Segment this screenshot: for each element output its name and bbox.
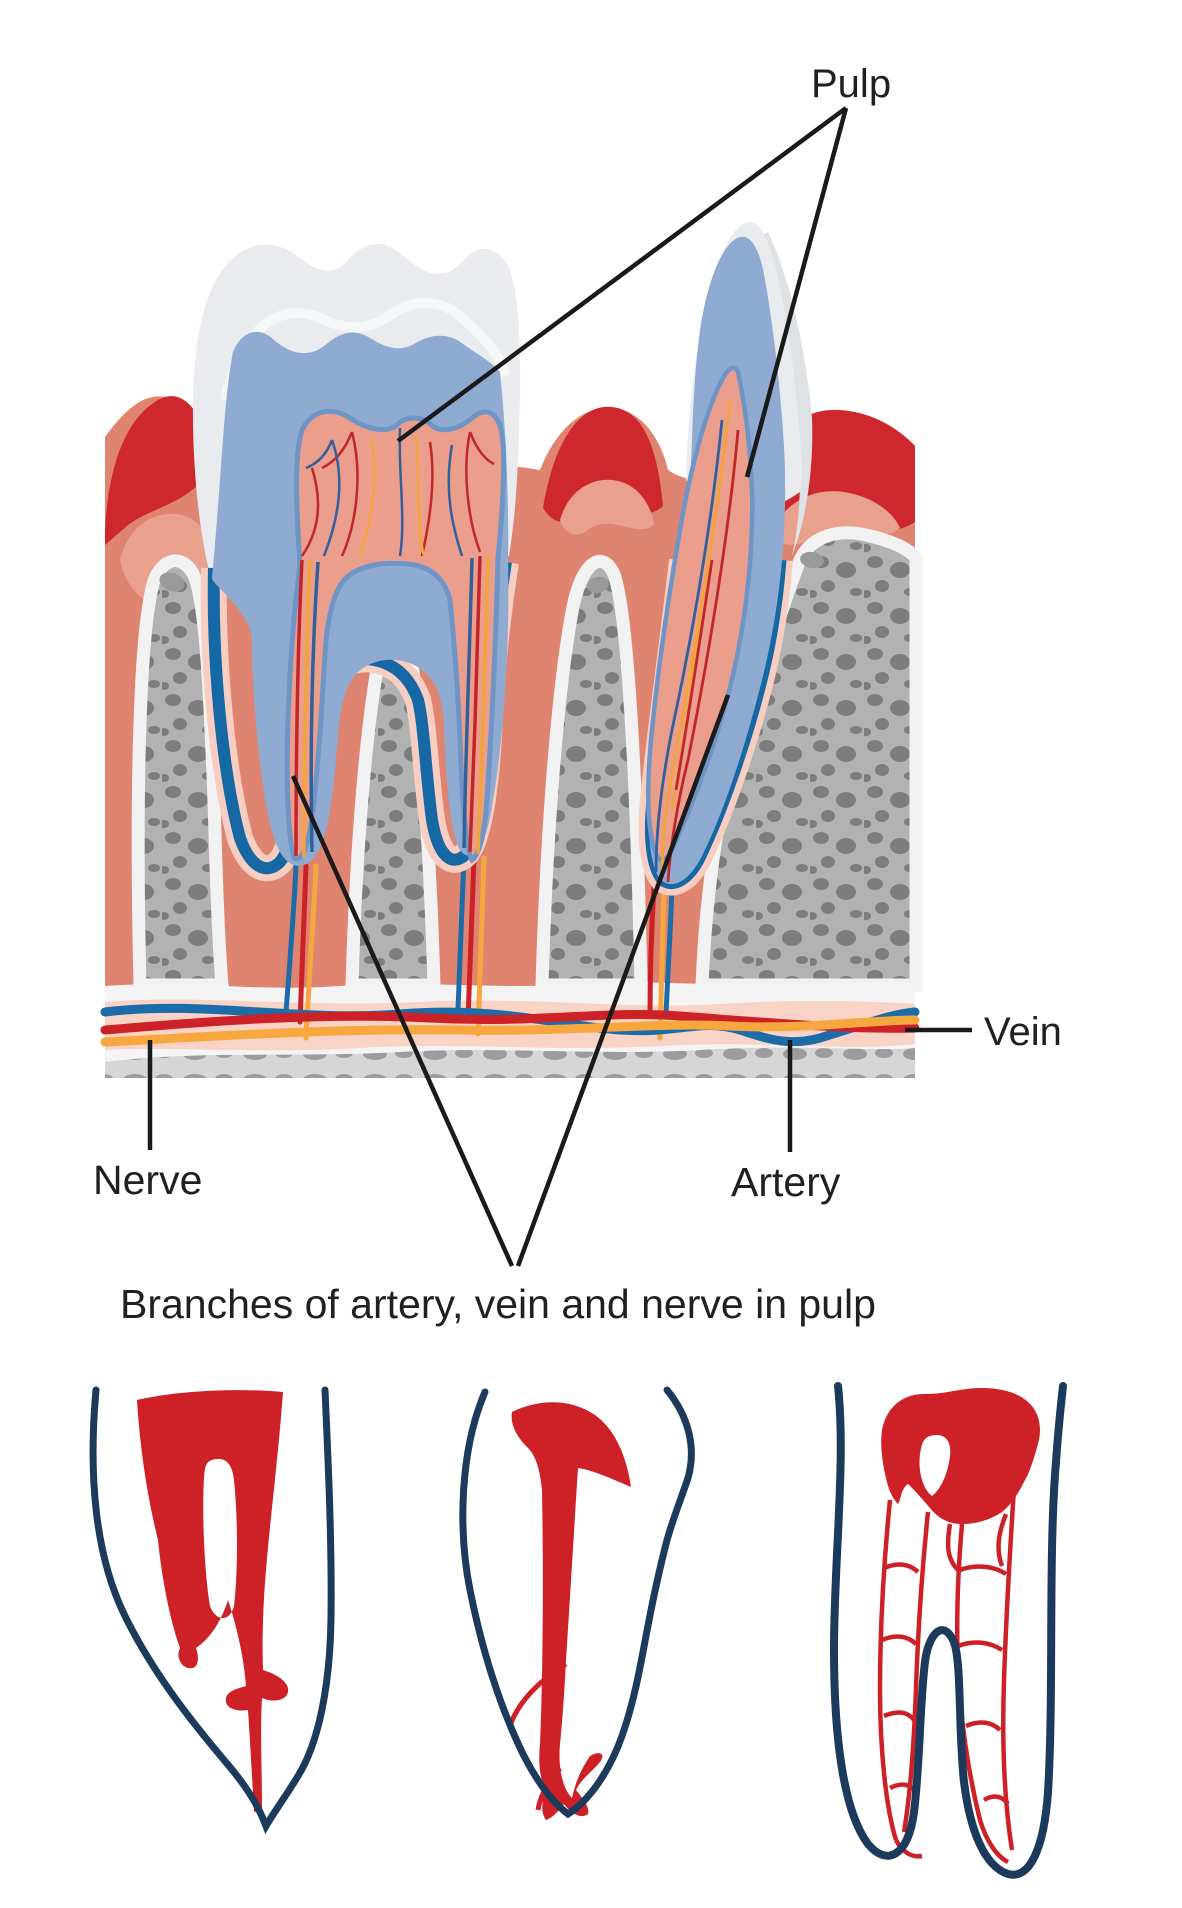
branches-caption: Branches of artery, vein and nerve in pu… [120,1281,876,1327]
nerve-strand [100,1015,920,1047]
leader-lines [147,106,972,1267]
variant1-outline [89,1386,335,1835]
root-variant-2 [459,1386,695,1820]
incisor-enamel-shadow [760,232,813,556]
variant2-canal [511,1402,631,1820]
pulp-label: Pulp [811,62,892,106]
root-canal-variants [89,1382,1067,1879]
molar-enamel-sheen [220,298,511,402]
variant2-outline [459,1386,695,1819]
variant1-canal [137,1390,289,1812]
variant3-outline [829,1382,1067,1879]
incisor-pulp-vessels [654,399,740,883]
root-variant-3 [829,1382,1067,1879]
artery-label: Artery [731,1159,841,1205]
incisor-tooth [638,222,813,896]
main-cross-section [100,106,972,1267]
branches-leader-left [290,775,515,1267]
bone-left-spike [131,554,230,992]
pulp-leader-to-incisor [744,107,849,478]
vein-label: Vein [984,1010,1062,1054]
molar-pulp-chamber [284,408,507,864]
molar-tooth [192,243,521,882]
variant2-lateral-canal [507,1661,568,1727]
bone-mid-spike [535,554,648,992]
nerve-label: Nerve [93,1157,203,1203]
pulp-leader-to-molar [396,106,848,443]
variant3-canal-mass [881,1388,1040,1524]
neurovascular-bundle [100,1003,920,1047]
alveolar-bone [131,526,923,992]
bottom-bone-strip [105,1047,915,1078]
variant3-canal-network [877,1487,1017,1865]
root-variant-1 [89,1386,335,1835]
branches-leader-right [515,694,731,1267]
